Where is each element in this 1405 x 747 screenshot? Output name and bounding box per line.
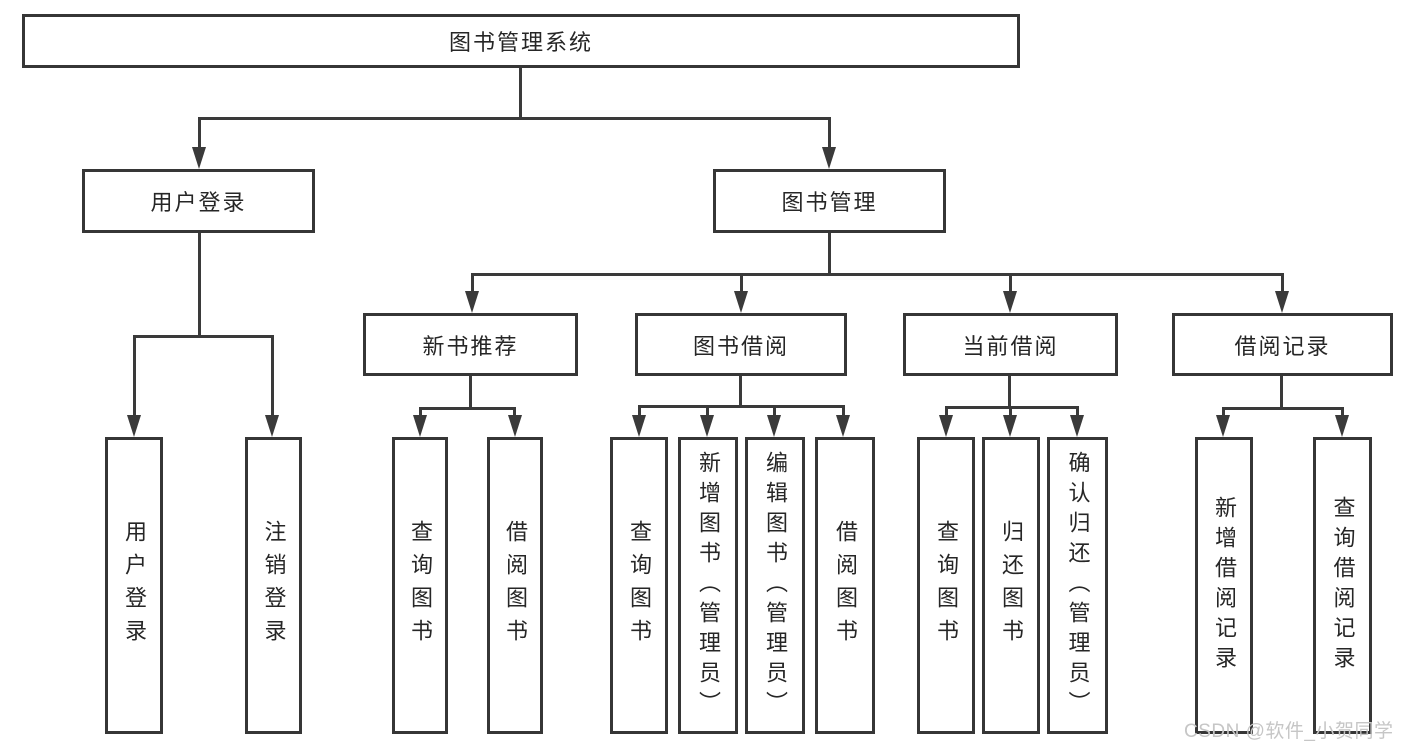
csdn-watermark: CSDN @软件_小贺同学 bbox=[1184, 721, 1394, 742]
leaf-query-books-current: 查询图书 bbox=[917, 437, 975, 734]
arrow-down-icon bbox=[265, 415, 279, 437]
connector-line bbox=[1222, 407, 1225, 417]
connector-line bbox=[638, 405, 641, 417]
leaf-query-books-borrowing: 查询图书 bbox=[610, 437, 668, 734]
connector-line bbox=[842, 405, 845, 417]
connector-line bbox=[739, 376, 742, 407]
connector-line bbox=[1280, 376, 1283, 410]
arrow-down-icon bbox=[767, 415, 781, 437]
connector-line bbox=[706, 405, 709, 417]
arrow-down-icon bbox=[1003, 291, 1017, 313]
arrow-down-icon bbox=[734, 291, 748, 313]
leaf-edit-book-admin: 编辑图书（管理员） bbox=[745, 437, 805, 734]
connector-line bbox=[133, 335, 274, 338]
connector-line bbox=[1009, 273, 1012, 293]
connector-line bbox=[945, 406, 1079, 409]
arrow-down-icon bbox=[1335, 415, 1349, 437]
leaf-query-borrow-record: 查询借阅记录 bbox=[1313, 437, 1372, 734]
connector-line bbox=[271, 335, 274, 417]
arrow-down-icon bbox=[1216, 415, 1230, 437]
connector-line bbox=[469, 376, 472, 410]
leaf-query-books-recommend: 查询图书 bbox=[392, 437, 448, 734]
arrow-down-icon bbox=[1070, 415, 1084, 437]
connector-line bbox=[1281, 273, 1284, 293]
leaf-borrow-books: 借阅图书 bbox=[815, 437, 875, 734]
leaf-user-login: 用户登录 bbox=[105, 437, 163, 734]
connector-line bbox=[638, 405, 845, 408]
connector-line bbox=[198, 117, 831, 120]
arrow-down-icon bbox=[413, 415, 427, 437]
arrow-down-icon bbox=[1003, 415, 1017, 437]
node-current-borrowing: 当前借阅 bbox=[903, 313, 1118, 376]
leaf-confirm-return-admin: 确认归还（管理员） bbox=[1047, 437, 1108, 734]
connector-line bbox=[133, 335, 136, 417]
node-library-system: 图书管理系统 bbox=[22, 14, 1020, 68]
connector-line bbox=[198, 117, 201, 150]
connector-line bbox=[1222, 407, 1344, 410]
connector-line bbox=[1009, 406, 1012, 417]
node-new-book-recommend: 新书推荐 bbox=[363, 313, 578, 376]
connector-line bbox=[773, 405, 776, 417]
connector-line bbox=[828, 233, 831, 273]
connector-line bbox=[198, 233, 201, 335]
arrow-down-icon bbox=[127, 415, 141, 437]
arrow-down-icon bbox=[508, 415, 522, 437]
arrow-down-icon bbox=[700, 415, 714, 437]
connector-line bbox=[1076, 406, 1079, 417]
arrow-down-icon bbox=[822, 147, 836, 169]
node-user-login: 用户登录 bbox=[82, 169, 315, 233]
connector-line bbox=[519, 68, 522, 118]
leaf-borrow-books-recommend: 借阅图书 bbox=[487, 437, 543, 734]
arrow-down-icon bbox=[465, 291, 479, 313]
node-book-management: 图书管理 bbox=[713, 169, 946, 233]
connector-line bbox=[419, 407, 516, 410]
leaf-add-book-admin: 新增图书（管理员） bbox=[678, 437, 738, 734]
connector-line bbox=[1008, 376, 1011, 408]
connector-line bbox=[1341, 407, 1344, 417]
leaf-add-borrow-record: 新增借阅记录 bbox=[1195, 437, 1253, 734]
node-borrowing-records: 借阅记录 bbox=[1172, 313, 1393, 376]
connector-line bbox=[471, 273, 474, 293]
arrow-down-icon bbox=[939, 415, 953, 437]
leaf-logout: 注销登录 bbox=[245, 437, 302, 734]
connector-line bbox=[471, 273, 1284, 276]
connector-line bbox=[828, 117, 831, 150]
arrow-down-icon bbox=[632, 415, 646, 437]
arrow-down-icon bbox=[192, 147, 206, 169]
connector-line bbox=[419, 407, 422, 417]
connector-line bbox=[945, 406, 948, 417]
arrow-down-icon bbox=[836, 415, 850, 437]
leaf-return-books: 归还图书 bbox=[982, 437, 1040, 734]
connector-line bbox=[740, 273, 743, 293]
arrow-down-icon bbox=[1275, 291, 1289, 313]
node-book-borrowing: 图书借阅 bbox=[635, 313, 847, 376]
connector-line bbox=[513, 407, 516, 417]
